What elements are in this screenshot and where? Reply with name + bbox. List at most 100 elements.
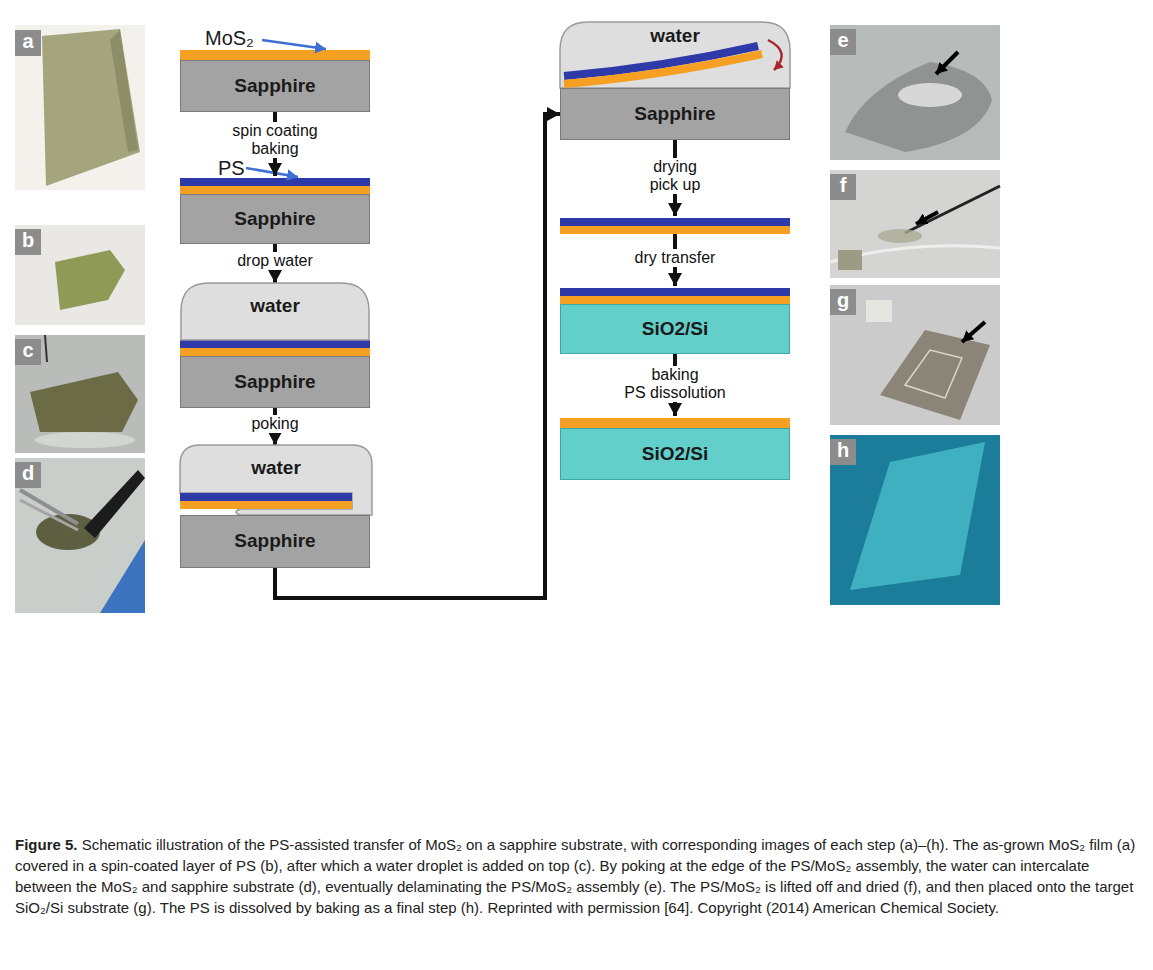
photo-e <box>936 52 958 74</box>
text-line: spin coating <box>232 122 317 140</box>
step-label: baking PS dissolution <box>620 366 729 402</box>
text-line: baking <box>624 366 725 384</box>
photo-a <box>42 29 140 186</box>
photo-d <box>84 470 145 538</box>
droplet-outline <box>768 40 782 70</box>
photo-f <box>838 250 862 270</box>
photo-g <box>962 322 985 342</box>
photo-e <box>830 25 1000 160</box>
water-droplet: water <box>181 283 369 340</box>
droplet-outline <box>564 54 762 84</box>
droplet-outline <box>180 493 352 501</box>
photo-a <box>15 25 145 190</box>
pointer-arrows <box>262 40 326 49</box>
photo-g <box>880 330 990 420</box>
node-label: Sapphire <box>181 371 369 393</box>
photo-f <box>916 212 938 224</box>
water-droplet: water <box>560 22 790 88</box>
water-droplet: water <box>180 445 372 515</box>
photo-e <box>830 25 1000 160</box>
panel-letter: b <box>15 229 41 255</box>
panel-letter: g <box>830 289 856 315</box>
photo-e <box>845 62 992 152</box>
panel-letter: h <box>830 439 856 465</box>
sapphire-substrate: Sapphire <box>180 194 370 244</box>
step-label: drying pick up <box>646 158 705 194</box>
node-label: water <box>180 457 372 479</box>
photo-g <box>905 350 962 398</box>
photo-f <box>905 186 1000 233</box>
droplet-outline <box>560 22 790 88</box>
photo-e <box>898 83 962 107</box>
photo-g <box>830 285 1000 425</box>
droplet-outline <box>181 283 369 340</box>
droplet-outline <box>180 501 352 509</box>
layer-name: MoS₂ <box>205 26 254 50</box>
photo-h <box>830 435 1000 605</box>
sapphire-substrate: Sapphire <box>180 356 370 408</box>
film-layers <box>180 50 370 60</box>
node-label: Sapphire <box>181 75 369 97</box>
text-line: baking <box>232 140 317 158</box>
node-label: water <box>560 25 790 47</box>
step-label: dry transfer <box>631 249 720 267</box>
photo-c <box>15 335 145 453</box>
sapphire-substrate: Sapphire <box>560 88 790 140</box>
photo-h <box>850 442 985 590</box>
node-label: SiO2/Si <box>561 443 789 465</box>
node-label: water <box>181 295 369 317</box>
node-label: SiO2/Si <box>561 318 789 340</box>
panel-letter: a <box>15 30 41 56</box>
film-layers <box>180 340 370 348</box>
photo-g <box>866 300 892 322</box>
text-line: pick up <box>650 176 701 194</box>
photo-c <box>45 335 47 362</box>
step-label: poking <box>247 415 302 433</box>
photo-b <box>55 250 125 310</box>
sapphire-substrate: Sapphire <box>180 515 370 568</box>
text-line: drying <box>650 158 701 176</box>
panel-letter: d <box>15 462 41 488</box>
photo-d <box>15 458 145 613</box>
text-line: PS dissolution <box>624 384 725 402</box>
photo-f <box>878 229 922 243</box>
caption-body: Schematic illustration of the PS-assiste… <box>15 836 1135 916</box>
photo-g <box>830 285 1000 425</box>
photo-b <box>15 225 145 325</box>
sapphire-substrate: Sapphire <box>180 60 370 112</box>
sio2-si-substrate: SiO2/Si <box>560 304 790 354</box>
photo-c <box>30 372 138 432</box>
photo-c <box>15 335 145 453</box>
photo-b <box>15 225 145 325</box>
node-label: Sapphire <box>181 208 369 230</box>
photo-d <box>100 540 145 613</box>
photo-d <box>20 500 78 530</box>
caption-lead: Figure 5. <box>15 836 78 853</box>
photo-f <box>830 170 1000 278</box>
photo-a <box>15 25 145 190</box>
film-layers <box>560 226 790 234</box>
film-layers <box>560 218 790 226</box>
film-layers <box>560 296 790 304</box>
photo-h <box>830 435 1000 605</box>
film-layers <box>560 288 790 296</box>
droplet-outline <box>180 445 372 515</box>
film-layers <box>560 418 790 428</box>
photo-d <box>20 490 78 524</box>
panel-letter: c <box>15 339 41 365</box>
film-layers <box>180 186 370 194</box>
step-label: spin coating baking <box>228 122 321 158</box>
panel-letter: f <box>830 174 856 200</box>
sio2-si-substrate: SiO2/Si <box>560 428 790 480</box>
figure-caption: Figure 5. Schematic illustration of the … <box>15 834 1138 918</box>
film-layers <box>180 50 790 428</box>
photo-d <box>15 458 145 613</box>
panel-letter: e <box>830 29 856 55</box>
pointer-arrows <box>246 168 298 177</box>
droplet-outline <box>180 445 372 515</box>
photo-c <box>35 432 135 448</box>
film-layers <box>180 348 370 356</box>
